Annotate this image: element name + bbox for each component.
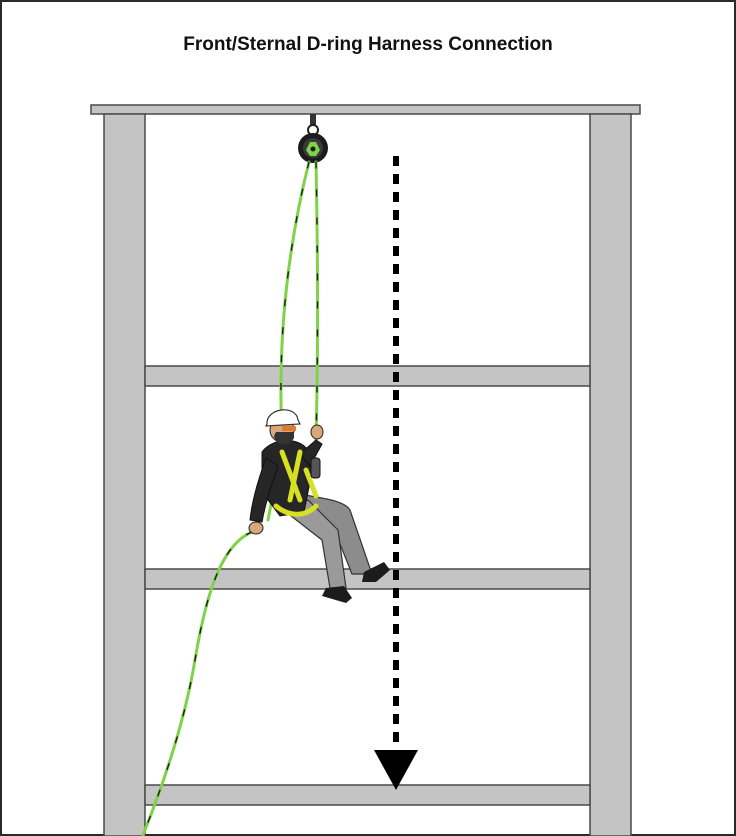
worker-boot-right <box>362 562 390 582</box>
pulley-icon <box>298 114 328 163</box>
downward-dashed-arrow <box>374 156 418 790</box>
left-column <box>103 113 146 836</box>
right-column <box>589 113 632 836</box>
diagram-title: Front/Sternal D-ring Harness Connection <box>183 34 553 55</box>
front-d-ring <box>310 457 321 479</box>
worker-boot-left <box>322 586 352 603</box>
worker-helmet <box>264 409 301 427</box>
cross-beam-lower <box>144 784 591 806</box>
top-beam <box>90 104 641 115</box>
cross-beam-upper <box>144 365 591 387</box>
worker-harness <box>273 449 319 517</box>
rope-access-worker <box>248 409 390 603</box>
